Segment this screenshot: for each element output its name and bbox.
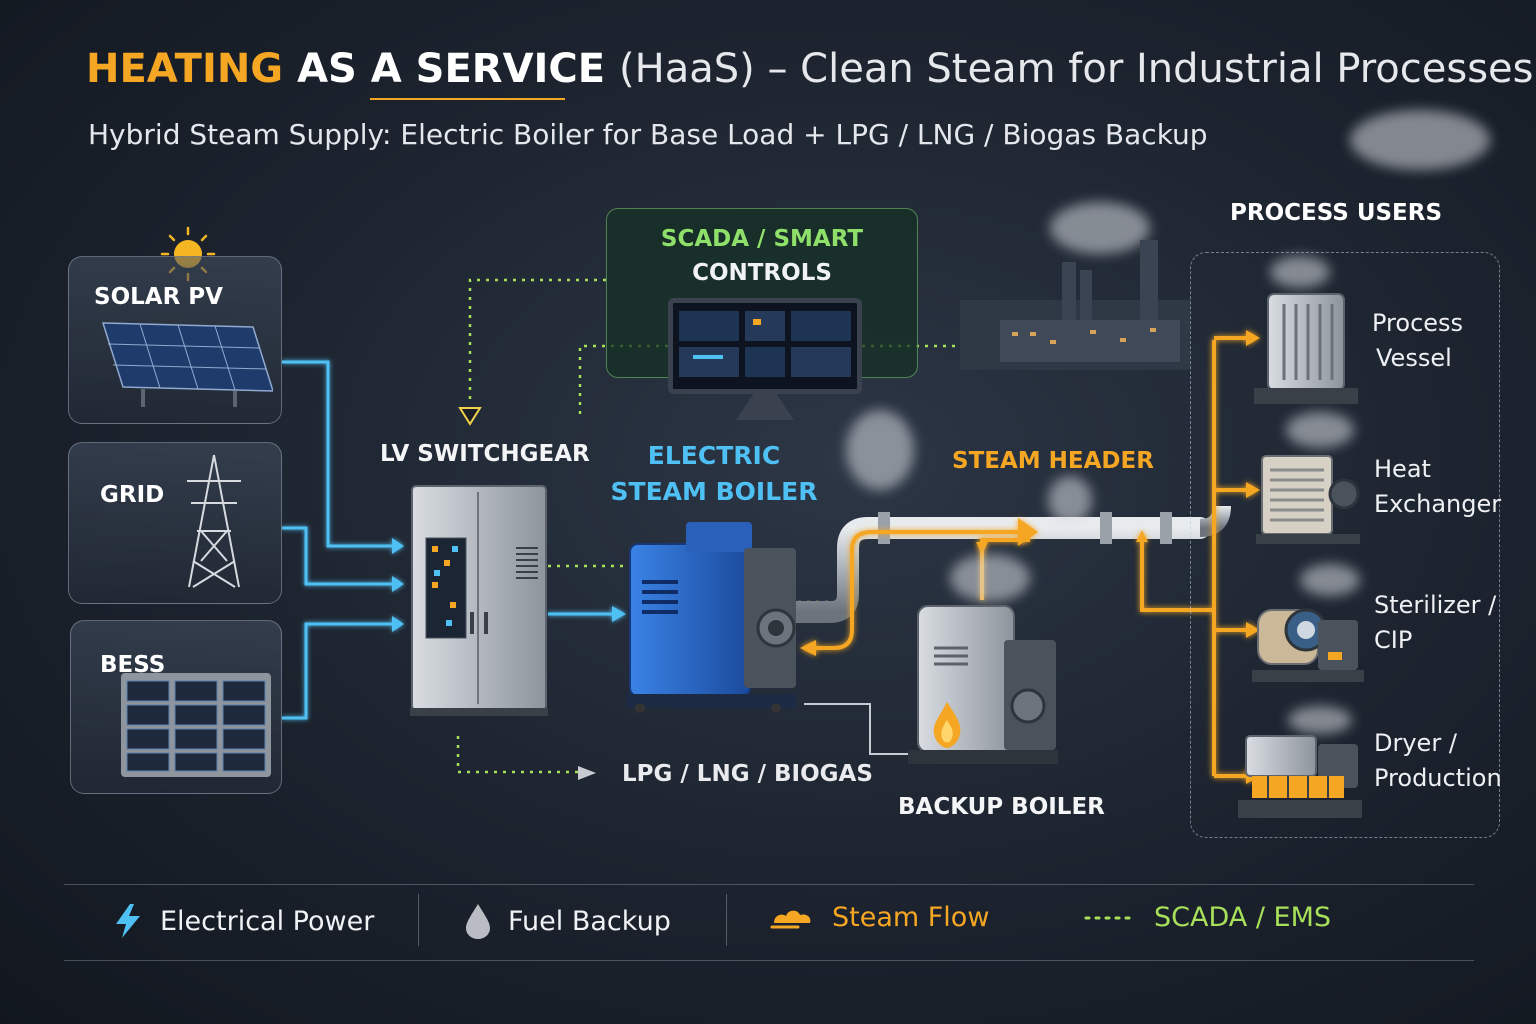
arrow-head <box>578 766 596 780</box>
user-sterilizer: Sterilizer / CIP <box>1374 588 1496 658</box>
legend-top-rule <box>64 884 1474 885</box>
solar-pv-label: SOLAR PV <box>94 284 223 310</box>
legend-electrical: Electrical Power <box>112 902 374 940</box>
switchgear-to-fuel-line <box>456 736 578 774</box>
flame-icon <box>933 702 961 748</box>
steam-flow-icon <box>770 903 816 933</box>
monitor-icon <box>668 298 862 394</box>
fuel-drop-icon <box>464 902 492 940</box>
solar-to-switchgear-line <box>282 360 392 548</box>
legend-bottom-rule <box>64 960 1474 961</box>
sterilizer-icon <box>1252 608 1364 682</box>
legend-steam: Steam Flow <box>770 902 989 933</box>
process-users-box <box>1190 252 1500 838</box>
arrow-head <box>612 606 626 622</box>
arrow-head <box>1018 518 1038 546</box>
user-label-line-2: Exchanger <box>1374 490 1502 518</box>
dryer-icon <box>1238 735 1362 818</box>
battery-rack-icon <box>121 673 271 777</box>
scada-label: SCADA / SMART CONTROLS <box>606 222 918 290</box>
steam-header-label: STEAM HEADER <box>952 448 1154 474</box>
arrow-head <box>1136 530 1148 542</box>
grid-label: GRID <box>100 482 165 508</box>
boiler-to-header-steam <box>806 530 1030 650</box>
process-users-title: PROCESS USERS <box>1230 200 1443 226</box>
electric-boiler-label-line-1: ELECTRIC <box>647 441 781 470</box>
user-label-line-1: Process <box>1372 309 1464 337</box>
arrow-head <box>392 576 404 592</box>
arrow-head <box>392 616 404 632</box>
arrow-head <box>1246 482 1260 498</box>
legend-fuel-label: Fuel Backup <box>508 905 671 937</box>
factory-icon <box>960 240 1190 370</box>
backup-boiler-label: BACKUP BOILER <box>898 794 1105 820</box>
user-heat-exchanger: Heat Exchanger <box>1374 452 1501 522</box>
header-to-users-main <box>1140 540 1216 776</box>
user-label-line-2: Vessel <box>1376 344 1452 372</box>
bess-to-switchgear-line <box>282 622 392 720</box>
dotted-line-icon <box>1084 913 1138 923</box>
user-process-vessel: Process Vessel <box>1372 306 1463 376</box>
title-part-2: AS A SERVICE <box>297 46 606 92</box>
grid-to-switchgear-line <box>282 526 392 586</box>
legend-scada: SCADA / EMS <box>1084 902 1331 933</box>
user-dryer: Dryer / Production <box>1374 726 1502 796</box>
legend-steam-label: Steam Flow <box>832 902 990 933</box>
lightning-icon <box>112 902 144 940</box>
scada-label-line-1: SCADA / SMART <box>660 226 864 252</box>
switchgear-icon <box>410 485 548 716</box>
switchgear-label: LV SWITCHGEAR <box>380 441 590 467</box>
scada-to-switchgear-line <box>468 278 606 404</box>
heat-exchanger-icon <box>1256 455 1360 544</box>
process-vessel-icon <box>1254 293 1358 404</box>
arrow-head <box>976 542 988 554</box>
backup-boiler-icon <box>908 605 1058 764</box>
electrical-lines <box>282 360 616 720</box>
arrow-head <box>458 407 482 426</box>
arrow-head <box>800 640 816 656</box>
user-label-line-2: CIP <box>1374 626 1413 654</box>
bess-label: BESS <box>100 652 166 678</box>
transmission-tower-icon <box>187 454 241 588</box>
steam-pipe <box>779 505 1231 623</box>
user-label-line-2: Production <box>1374 764 1502 792</box>
legend-separator <box>726 894 727 946</box>
legend-fuel: Fuel Backup <box>464 902 671 940</box>
fuel-to-backup-line <box>804 703 910 755</box>
electric-boiler-label-line-2: STEAM BOILER <box>610 477 818 506</box>
legend-scada-label: SCADA / EMS <box>1154 902 1332 933</box>
steam-cloud-icon <box>846 110 1490 734</box>
fuel-lines <box>456 703 910 774</box>
title-underline <box>370 98 565 100</box>
title-part-1: HEATING <box>86 46 284 92</box>
arrow-head <box>392 538 404 554</box>
page-title: HEATING AS A SERVICE (HaaS) – Clean Stea… <box>86 46 1534 92</box>
grid-card <box>68 442 282 604</box>
user-label-line-1: Heat <box>1374 455 1431 483</box>
bess-card <box>70 620 282 794</box>
legend-electrical-label: Electrical Power <box>160 905 375 937</box>
user-label-line-1: Sterilizer / <box>1374 591 1497 619</box>
fuel-label: LPG / LNG / BIOGAS <box>622 761 873 787</box>
title-part-3: (HaaS) – Clean Steam for Industrial Proc… <box>619 46 1534 92</box>
arrow-head <box>1246 622 1260 638</box>
electric-boiler-label: ELECTRIC STEAM BOILER <box>606 438 822 510</box>
user-label-line-1: Dryer / <box>1374 729 1457 757</box>
electric-boiler-icon <box>626 522 796 713</box>
scada-label-line-2: CONTROLS <box>692 260 832 286</box>
legend-separator <box>418 894 419 946</box>
page-subtitle: Hybrid Steam Supply: Electric Boiler for… <box>88 118 1208 151</box>
arrow-head <box>1246 330 1260 346</box>
solar-pv-card <box>68 256 282 424</box>
solar-panel-icon <box>101 322 273 407</box>
